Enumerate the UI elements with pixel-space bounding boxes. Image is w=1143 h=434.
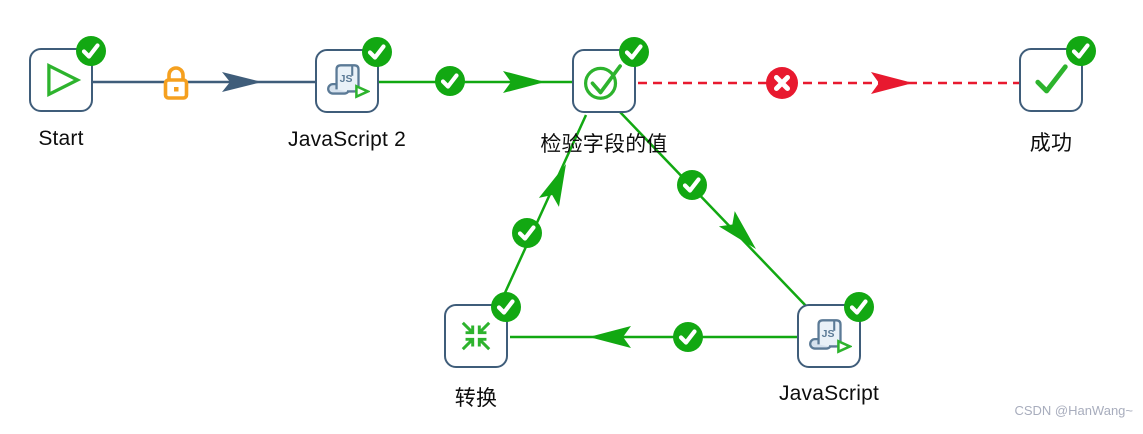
node-label-start: Start	[38, 127, 84, 150]
check-circle-icon	[583, 64, 622, 100]
watermark-text: CSDN @HanWang~	[1014, 403, 1133, 418]
play-icon	[47, 63, 82, 97]
hop-arrow-icon	[589, 326, 631, 348]
hop-arrow-icon	[538, 164, 566, 207]
hop-start-javascript2[interactable]	[93, 72, 315, 92]
node-check-field-value[interactable]	[572, 37, 649, 113]
hop-success-badge-icon	[512, 218, 542, 248]
node-javascript[interactable]: JS	[797, 292, 874, 368]
collapse-arrows-icon	[461, 321, 491, 351]
success-badge-icon	[491, 292, 521, 322]
node-label-javascript: JavaScript	[778, 382, 880, 405]
node-success[interactable]	[1019, 36, 1096, 112]
js-script-icon: JS	[809, 319, 852, 354]
js-script-icon: JS	[327, 64, 370, 99]
hop-arrow-icon	[503, 71, 545, 93]
success-badge-icon	[619, 37, 649, 67]
lock-icon	[160, 64, 192, 102]
checkmark-icon	[1035, 64, 1068, 94]
node-label-check-field-value: 检验字段的值	[540, 133, 668, 156]
node-label-transform: 转换	[454, 387, 498, 410]
hop-javascript2-checkfield[interactable]	[379, 71, 572, 93]
hop-success-badge-icon	[435, 66, 465, 96]
hop-arrow-icon	[871, 72, 913, 94]
hop-checkfield-javascript[interactable]	[619, 111, 808, 308]
hop-javascript-transform[interactable]	[510, 326, 797, 348]
hop-arrow-icon	[222, 72, 262, 92]
hop-checkfield-success[interactable]	[638, 72, 1019, 94]
hop-success-badge-icon	[673, 322, 703, 352]
node-start[interactable]	[29, 36, 106, 112]
svg-text:JS: JS	[822, 329, 835, 340]
success-badge-icon	[844, 292, 874, 322]
node-label-success: 成功	[1029, 132, 1073, 155]
success-badge-icon	[76, 36, 106, 66]
hop-failure-badge-icon	[766, 67, 798, 99]
success-badge-icon	[362, 37, 392, 67]
hop-transform-checkfield[interactable]	[497, 114, 588, 307]
node-javascript-2[interactable]: JS	[315, 37, 392, 113]
svg-text:JS: JS	[340, 74, 353, 85]
node-label-javascript-2: JavaScript 2	[288, 128, 406, 151]
success-badge-icon	[1066, 36, 1096, 66]
node-transform[interactable]	[444, 292, 521, 368]
hop-arrow-icon	[718, 211, 756, 249]
hop-success-badge-icon	[677, 170, 707, 200]
